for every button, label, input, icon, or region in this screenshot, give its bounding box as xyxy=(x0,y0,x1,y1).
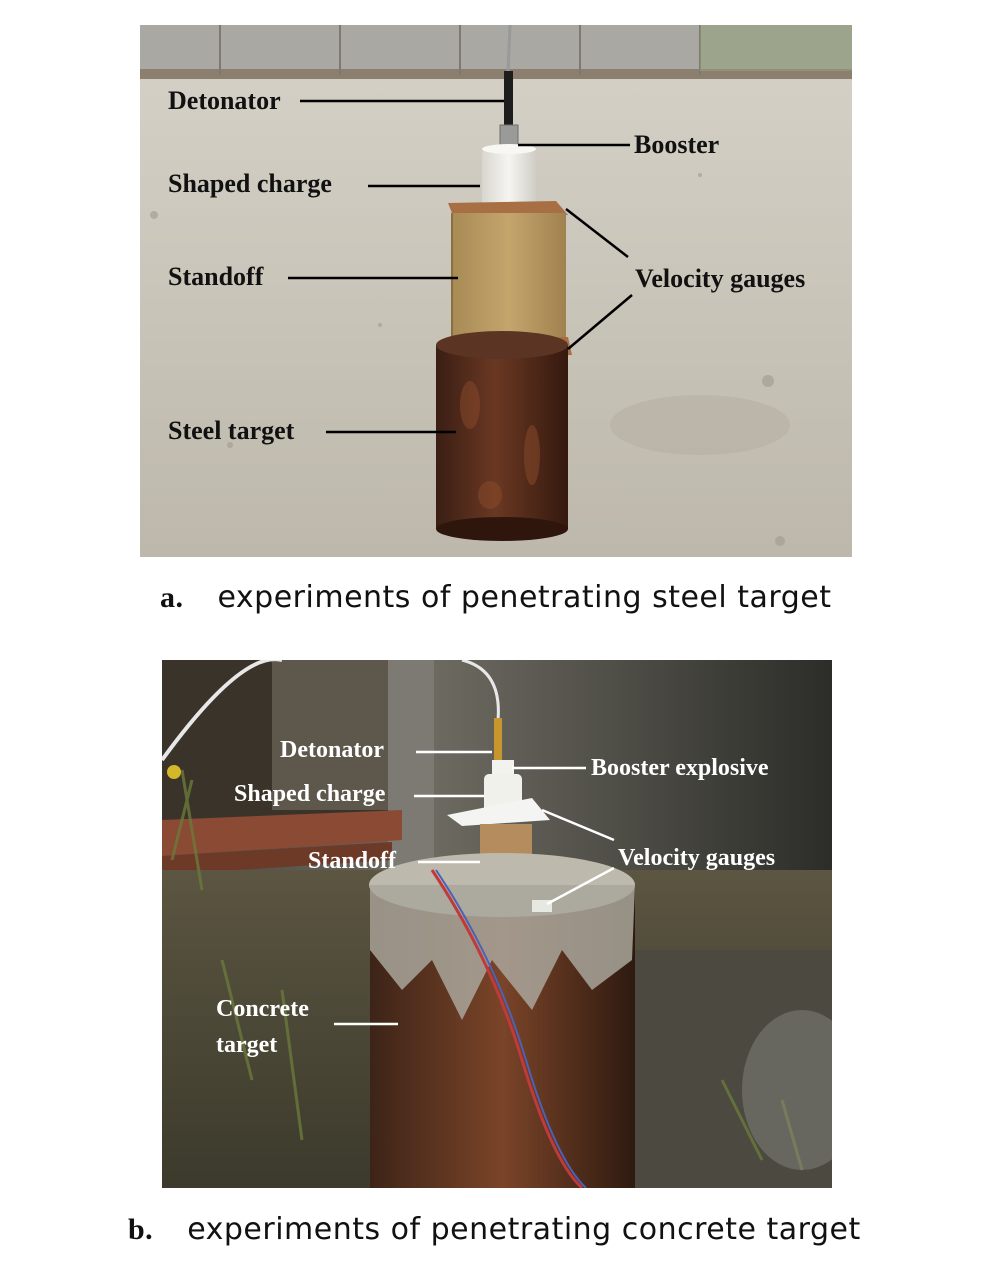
leader-lines-b xyxy=(334,750,615,1026)
detonator xyxy=(494,718,502,764)
label-target: target xyxy=(216,1032,278,1058)
caption-b: b. experiments of penetrating concrete ta… xyxy=(128,1212,861,1247)
label-velocity-gauges: Velocity gauges xyxy=(618,845,776,871)
label-booster: Booster xyxy=(634,130,720,159)
label-detonator: Detonator xyxy=(168,86,281,115)
velocity-gauge-top xyxy=(447,798,550,826)
label-shaped-charge: Shaped charge xyxy=(234,781,386,807)
photo-concrete-target: Detonator Booster explosive Shaped charg… xyxy=(162,660,832,1188)
label-detonator: Detonator xyxy=(280,737,384,763)
label-standoff: Standoff xyxy=(168,262,264,291)
label-steel-target: Steel target xyxy=(168,416,295,445)
detonator xyxy=(504,71,513,129)
booster-explosive xyxy=(492,760,514,778)
caption-b-text: experiments of penetrating concrete targ… xyxy=(187,1212,861,1247)
label-standoff: Standoff xyxy=(308,848,397,874)
steel-target-scene xyxy=(140,25,852,557)
steel-target xyxy=(436,345,568,529)
shaped-charge xyxy=(482,149,536,209)
caption-a-tag: a. xyxy=(160,581,184,614)
leader-lines-a xyxy=(288,99,633,434)
standoff xyxy=(452,213,566,349)
caption-b-tag: b. xyxy=(128,1213,154,1246)
label-velocity-gauges: Velocity gauges xyxy=(635,264,806,293)
photo-steel-target: Detonator Booster Shaped charge Standoff… xyxy=(140,25,852,557)
label-booster-explosive: Booster explosive xyxy=(591,755,769,781)
caption-a: a. experiments of penetrating steel targe… xyxy=(160,580,831,615)
concrete-target-scene xyxy=(162,660,832,1188)
label-concrete: Concrete xyxy=(216,996,309,1022)
label-shaped-charge: Shaped charge xyxy=(168,169,332,198)
caption-a-text: experiments of penetrating steel target xyxy=(217,580,832,615)
